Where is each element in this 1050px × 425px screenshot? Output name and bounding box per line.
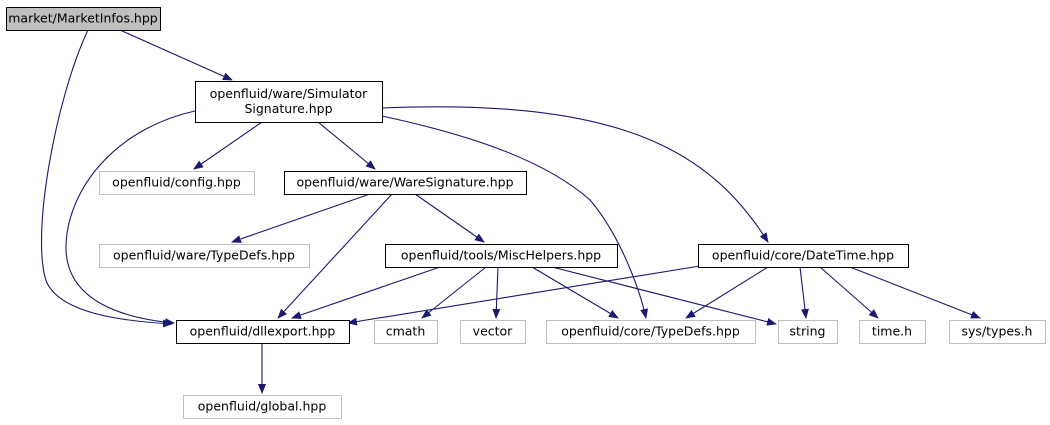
node-label: openfluid/core/DateTime.hpp (712, 248, 894, 263)
node-label: openfluid/config.hpp (112, 175, 241, 190)
node-n2: openfluid/config.hpp (99, 171, 255, 195)
node-box (859, 320, 926, 344)
node-label: vector (473, 324, 514, 339)
edge-n1-to-n2 (193, 121, 263, 170)
node-box (949, 320, 1046, 344)
node-box (778, 320, 838, 344)
node-n10: openfluid/core/TypeDefs.hpp (546, 320, 756, 344)
edge-n1-to-n10 (381, 115, 649, 319)
edge-n5-to-n7 (291, 266, 441, 319)
node-n5[interactable]: openfluid/tools/MiscHelpers.hpp (385, 244, 618, 268)
nodes-layer: market/MarketInfos.hpp openfluid/ware/Sim… (6, 7, 1046, 419)
node-box (546, 320, 756, 344)
node-n14: openfluid/global.hpp (183, 395, 342, 419)
node-n13: sys/types.h (949, 320, 1046, 344)
node-box (374, 320, 438, 344)
node-n4: openfluid/ware/TypeDefs.hpp (99, 244, 310, 268)
node-label: cmath (386, 324, 426, 339)
node-box (99, 171, 255, 195)
node-label: sys/types.h (962, 324, 1033, 339)
node-box (183, 395, 342, 419)
edge-n6-to-n10 (685, 266, 769, 319)
node-n11: string (778, 320, 838, 344)
node-label: openfluid/tools/MiscHelpers.hpp (401, 248, 601, 263)
edge-n5-to-n8 (421, 266, 487, 319)
node-box (195, 81, 383, 123)
edge-n6-to-n7 (347, 265, 701, 326)
node-label: openfluid/global.hpp (198, 399, 327, 414)
node-box (460, 320, 526, 344)
edge-n0-to-n1 (119, 29, 233, 81)
node-box (176, 320, 350, 344)
edge-n3-to-n5 (414, 193, 485, 243)
node-n6[interactable]: openfluid/core/DateTime.hpp (698, 244, 909, 268)
node-box (385, 244, 618, 268)
node-label: openfluid/ware/Simulator (210, 86, 368, 101)
node-label: time.h (872, 324, 912, 339)
node-n7[interactable]: openfluid/dllexport.hpp (176, 320, 350, 344)
edge-n6-to-n12 (819, 266, 879, 319)
node-label: openfluid/dllexport.hpp (190, 324, 336, 339)
node-n12: time.h (859, 320, 926, 344)
node-box (698, 244, 909, 268)
edge-n5-to-n11 (551, 266, 777, 326)
edge-n1-to-n6 (381, 106, 769, 243)
node-n3[interactable]: openfluid/ware/WareSignature.hpp (284, 171, 527, 195)
node-label: string (790, 324, 826, 339)
node-label: Signature.hpp (244, 101, 332, 116)
edge-n5-to-n10 (531, 266, 619, 319)
node-n0[interactable]: market/MarketInfos.hpp (6, 7, 161, 31)
edge-n3-to-n4 (231, 193, 371, 243)
node-n9: vector (460, 320, 526, 344)
node-label: openfluid/core/TypeDefs.hpp (561, 324, 740, 339)
edge-n6-to-n11 (799, 266, 809, 319)
node-box (99, 244, 310, 268)
edge-n3-to-n7 (277, 193, 393, 319)
edge-n5-to-n9 (492, 266, 501, 319)
edge-n1-to-n3 (317, 121, 376, 170)
edge-n0-to-n7 (40, 29, 173, 328)
node-box (284, 171, 527, 195)
node-n8: cmath (374, 320, 438, 344)
node-label: market/MarketInfos.hpp (8, 11, 158, 26)
edge-n6-to-n13 (849, 266, 981, 319)
edges-layer (40, 29, 981, 394)
node-box (6, 7, 161, 31)
node-label: openfluid/ware/TypeDefs.hpp (113, 248, 295, 263)
edge-n1-to-n7 (65, 110, 196, 327)
node-label: openfluid/ware/WareSignature.hpp (296, 175, 513, 190)
